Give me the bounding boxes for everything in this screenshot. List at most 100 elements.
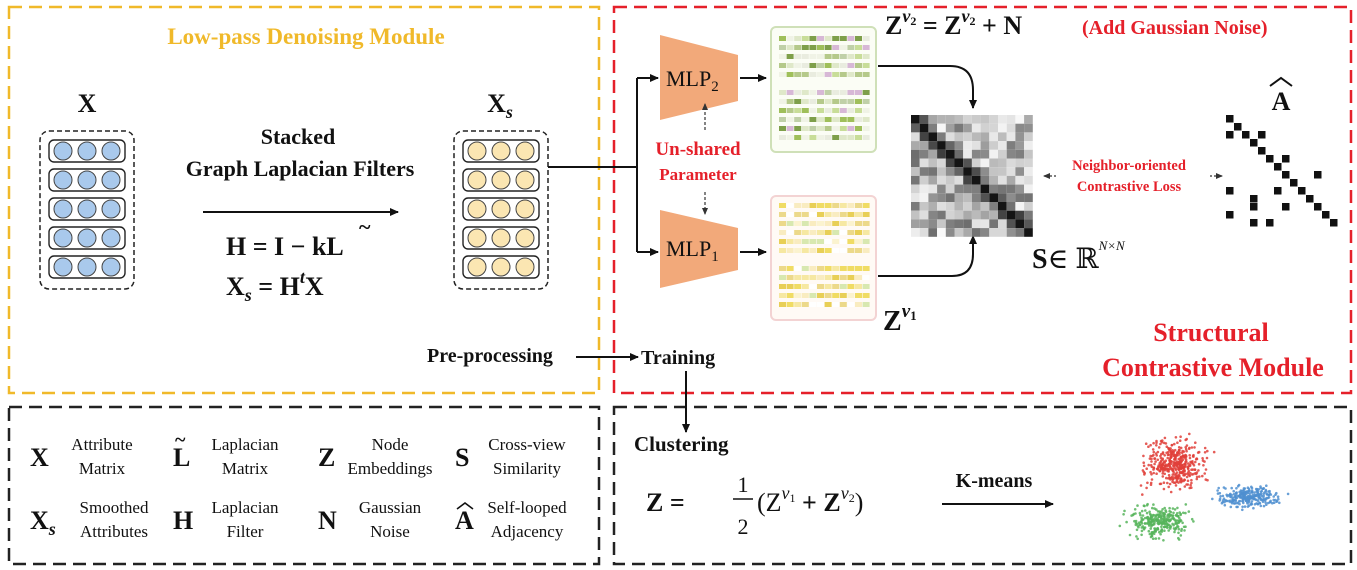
cluster-point [1223, 500, 1226, 504]
cluster-point [1152, 441, 1155, 445]
similarity-cell [954, 132, 964, 142]
similarity-cell [963, 132, 972, 142]
similarity-cell [989, 167, 998, 176]
embedding-cell [801, 230, 809, 235]
cluster-point [1264, 501, 1267, 504]
legend-desc-line1: Cross-view [488, 435, 566, 454]
cluster-point [1221, 499, 1225, 502]
cluster-point [1148, 510, 1151, 514]
similarity-cell [954, 141, 964, 150]
clustering-eq-z: Z = [646, 488, 685, 517]
embedding-cell [786, 108, 794, 113]
embedding-cell [801, 90, 809, 95]
adjacency-cell [1258, 147, 1266, 155]
cluster-point [1146, 502, 1149, 506]
embedding-cell [786, 248, 794, 253]
embedding-cell [824, 221, 832, 226]
cluster-point [1185, 444, 1189, 447]
cluster-point [1157, 537, 1161, 540]
cluster-point [1183, 478, 1186, 482]
embedding-cell [855, 293, 862, 298]
embedding-cell [786, 63, 794, 68]
cluster-point [1271, 501, 1274, 505]
cluster-point [1136, 537, 1139, 541]
similarity-cell [998, 141, 1007, 150]
cluster-point [1178, 516, 1181, 520]
similarity-cell [980, 184, 990, 194]
embedding-cell [862, 275, 870, 280]
cluster-point [1217, 486, 1220, 490]
cluster-point [1178, 439, 1182, 443]
cluster-point [1159, 532, 1162, 536]
cluster-point [1277, 497, 1280, 501]
node-row [48, 197, 126, 221]
xs-subscript: s [505, 102, 513, 122]
cluster-point [1152, 450, 1156, 454]
cluster-point [1147, 519, 1150, 523]
embedding-cell [832, 221, 840, 226]
cluster-point [1141, 514, 1145, 517]
embedding-cell [839, 126, 847, 131]
cluster-point [1182, 525, 1186, 529]
embedding-cell [809, 99, 817, 104]
embedding-cell [855, 230, 862, 235]
embedding-cell [794, 266, 802, 271]
embedding-cell [817, 266, 824, 271]
embedding-cell [809, 302, 817, 307]
embedding-cell [862, 203, 870, 208]
similarity-cell [1024, 167, 1033, 176]
embedding-cell [794, 293, 802, 298]
similarity-cell [937, 167, 946, 176]
cluster-point [1190, 468, 1193, 472]
similarity-cell [911, 149, 920, 159]
cluster-point [1136, 504, 1139, 507]
similarity-cell [989, 184, 998, 194]
cluster-point [1178, 470, 1182, 474]
cluster-point [1151, 523, 1155, 527]
cluster-point [1189, 483, 1192, 487]
cluster-point [1162, 461, 1165, 465]
similarity-cell [1015, 210, 1025, 220]
similarity-cell [980, 149, 990, 159]
unshared-line2: Parameter [659, 165, 737, 184]
similarity-cell [971, 175, 981, 185]
similarity-cell [919, 175, 929, 185]
node-row [48, 255, 126, 279]
embedding-cell [779, 90, 786, 95]
embedding-cell [794, 108, 802, 113]
similarity-cell [998, 132, 1007, 142]
cluster-point [1188, 486, 1191, 490]
feature-node [101, 141, 121, 161]
cluster-point [1244, 490, 1248, 494]
embedding-cell [824, 90, 832, 95]
adjacency-cell [1226, 115, 1234, 123]
similarity-cell [998, 123, 1007, 133]
embedding-cell [824, 45, 832, 50]
cluster-point [1186, 483, 1190, 486]
similarity-cell [945, 167, 955, 176]
noise-note: (Add Gaussian Noise) [1082, 17, 1268, 39]
adjacency-cell [1266, 219, 1274, 227]
embedding-cell [794, 54, 802, 59]
eq-xs-sub: s [244, 285, 252, 305]
embedding-cell [817, 230, 824, 235]
embedding-cell [855, 72, 862, 77]
embedding-cell [786, 239, 794, 244]
xs-matrix-rows [462, 139, 540, 279]
cluster-point [1201, 459, 1205, 462]
cluster-point [1230, 486, 1233, 490]
feature-node [77, 199, 97, 219]
similarity-cell [1015, 149, 1025, 159]
zv2-eq-z: = Z [916, 11, 961, 40]
cluster-point [1180, 455, 1183, 459]
embedding-cell [779, 117, 786, 122]
embedding-cell [824, 99, 832, 104]
cluster-point [1184, 438, 1187, 442]
adjacency-matrix [1226, 115, 1338, 227]
cluster-point [1184, 511, 1187, 515]
clustering-frame [612, 405, 1353, 566]
embedding-cell [786, 230, 794, 235]
similarity-cell [989, 141, 998, 150]
similarity-cell [1006, 115, 1016, 124]
legend-symbol-letter: A [455, 506, 474, 535]
